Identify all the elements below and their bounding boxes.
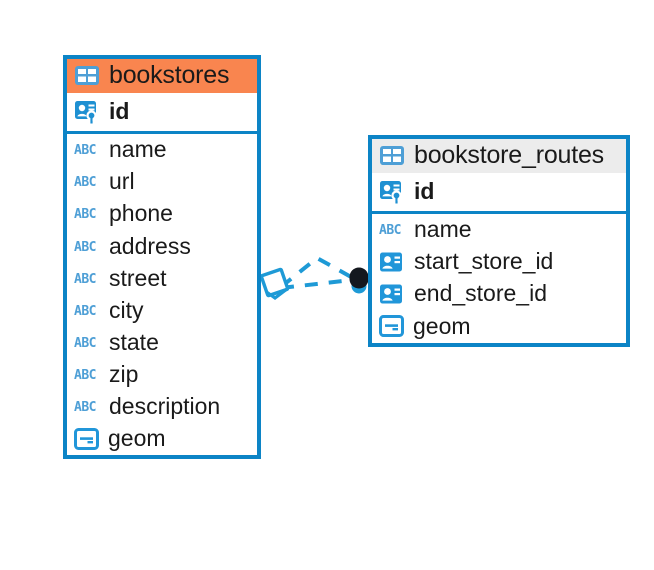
svg-text:ABC: ABC [74,336,96,350]
field-row-start-store-id[interactable]: start_store_id [372,246,626,278]
svg-text:ABC: ABC [74,240,96,254]
text-abc-icon: ABC [379,223,401,237]
field-row-url[interactable]: ABC url [67,166,257,198]
field-label: geom [413,312,471,339]
text-abc-icon: ABC [74,143,96,157]
filled-circle-endpoint-icon[interactable] [349,267,369,294]
field-label: street [109,264,167,291]
field-label: id [414,178,435,204]
entity-bookstores[interactable]: bookstores id ABC name [63,55,261,460]
text-abc-icon: ABC [74,304,96,318]
text-abc-icon: ABC [74,207,96,221]
field-label: description [109,393,221,420]
text-abc-icon: ABC [74,272,96,286]
svg-text:ABC: ABC [74,143,96,157]
field-label: url [109,168,135,195]
field-label: state [109,328,159,355]
rotated-square-handle-icon[interactable] [259,267,290,300]
svg-text:ABC: ABC [74,304,96,318]
text-abc-icon: ABC [74,400,96,414]
svg-text:ABC: ABC [74,368,96,382]
field-label: end_store_id [414,280,547,307]
field-row-primary-key[interactable]: id [67,93,257,135]
field-label: name [414,216,472,243]
text-abc-icon: ABC [74,368,96,382]
foreign-key-icon [380,252,402,272]
field-label: city [109,296,144,323]
geometry-icon [379,315,404,338]
entity-header-bookstores[interactable]: bookstores [67,59,257,93]
svg-text:ABC: ABC [74,175,96,189]
svg-text:ABC: ABC [74,400,96,414]
field-row-geom[interactable]: geom [67,423,257,455]
field-label: start_store_id [414,248,554,275]
primary-key-icon [75,100,97,124]
foreign-key-icon [380,284,402,304]
field-row-address[interactable]: ABC address [67,231,257,263]
svg-text:ABC: ABC [379,223,401,237]
primary-key-icon [380,180,402,204]
field-row-city[interactable]: ABC city [67,295,257,327]
field-label: geom [108,425,166,452]
field-row-end-store-id[interactable]: end_store_id [372,278,626,310]
geometry-icon [74,427,99,450]
entity-title: bookstores [109,61,230,89]
field-label: id [109,98,130,124]
field-row-name[interactable]: ABC name [372,214,626,246]
relationship-line-upper [279,255,354,289]
table-icon [75,66,99,85]
table-icon [380,146,404,165]
field-row-zip[interactable]: ABC zip [67,359,257,391]
entity-bookstore-routes[interactable]: bookstore_routes id ABC name [368,135,630,347]
field-label: name [109,136,167,163]
field-label: phone [109,200,173,227]
entity-title: bookstore_routes [414,141,604,169]
field-row-phone[interactable]: ABC phone [67,198,257,230]
text-abc-icon: ABC [74,240,96,254]
field-row-state[interactable]: ABC state [67,327,257,359]
text-abc-icon: ABC [74,175,96,189]
field-row-street[interactable]: ABC street [67,263,257,295]
entity-header-bookstore-routes[interactable]: bookstore_routes [372,139,626,173]
field-row-geom[interactable]: geom [372,311,626,343]
relationship-line-lower [280,278,353,290]
svg-text:ABC: ABC [74,207,96,221]
field-label: address [109,232,191,259]
field-row-primary-key[interactable]: id [372,173,626,215]
field-label: zip [109,361,139,387]
field-row-description[interactable]: ABC description [67,391,257,423]
field-row-name[interactable]: ABC name [67,134,257,166]
svg-text:ABC: ABC [74,272,96,286]
text-abc-icon: ABC [74,336,96,350]
